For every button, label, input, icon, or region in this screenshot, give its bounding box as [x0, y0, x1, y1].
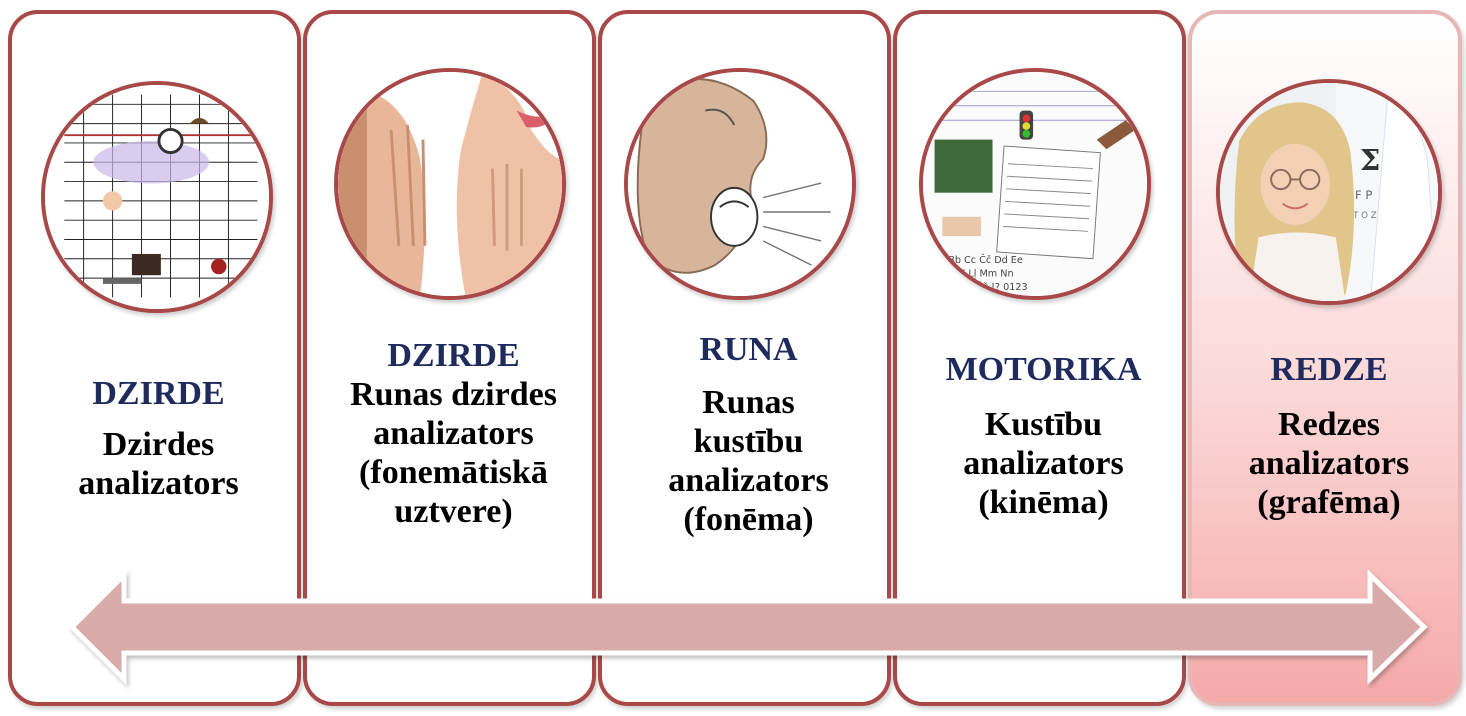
double-headed-arrow: [0, 0, 1466, 716]
